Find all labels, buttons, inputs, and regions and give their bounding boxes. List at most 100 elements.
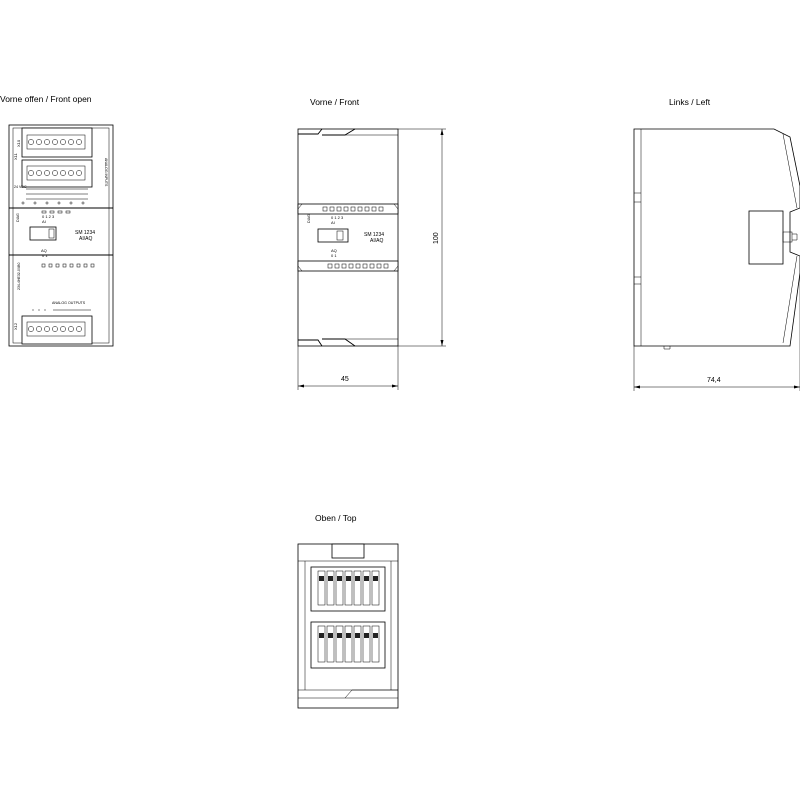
dot: [44, 309, 46, 311]
led-icon: [57, 210, 63, 214]
analog-inputs-label: ANALOG INPUTS: [104, 158, 108, 187]
slot: [353, 570, 362, 606]
front-title: Vorne / Front: [310, 97, 360, 107]
terminal-markings: [26, 188, 88, 200]
led-icon: [33, 201, 37, 205]
x10-label: X10: [16, 139, 21, 147]
screw-terminal-icon: [76, 139, 82, 145]
bottom-edge-detail: [298, 339, 323, 347]
screw-terminal-icon: [28, 139, 34, 145]
screw-icon: [373, 633, 378, 638]
slot: [317, 625, 326, 663]
model-label: SM 1234: [75, 230, 95, 236]
top-title: Oben / Top: [315, 513, 357, 523]
led-icon: [81, 201, 85, 205]
led-icon: [348, 263, 354, 269]
screw-terminal-icon: [60, 326, 66, 332]
x12-label: X12: [13, 322, 18, 330]
supply-label: 24 VDC: [14, 185, 27, 189]
ai-label: AI: [331, 220, 335, 225]
upper-connector-top: [310, 566, 386, 612]
screw-terminal-icon: [76, 170, 82, 176]
module-flap: [317, 228, 349, 243]
in-channels-label: 0 1 2 3: [42, 214, 55, 219]
front-open-led-row: [21, 201, 85, 205]
top-clip: [331, 543, 365, 559]
screw-icon: [364, 633, 369, 638]
front-open-outline: [8, 124, 114, 347]
led-icon: [65, 210, 71, 214]
rail-edge: [297, 265, 399, 272]
front-upper-leds: [322, 206, 384, 212]
height-dimension: 100: [398, 128, 446, 347]
connector-latch-tip: [792, 233, 798, 241]
led-icon: [329, 206, 335, 212]
led-icon: [327, 263, 333, 269]
dot: [32, 309, 34, 311]
front-open-aq-leds: [41, 263, 95, 268]
diag-label: DIAG: [307, 214, 311, 223]
led-icon: [364, 206, 370, 212]
slot: [371, 570, 380, 606]
front-lower-leds: [327, 263, 389, 269]
screw-terminal-icon: [28, 170, 34, 176]
depth-dimension-value: 74,4: [707, 377, 721, 384]
led-icon: [41, 263, 46, 268]
module-flap: [29, 226, 57, 241]
screw-terminal-icon: [76, 326, 82, 332]
led-icon: [334, 263, 340, 269]
screw-icon: [337, 576, 342, 581]
front-open-title: Vorne offen / Front open: [0, 94, 92, 104]
led-icon: [83, 263, 88, 268]
screw-terminal-icon: [60, 170, 66, 176]
width-dimension-value: 45: [341, 376, 349, 383]
led-icon: [376, 263, 382, 269]
led-icon: [357, 206, 363, 212]
screw-icon: [346, 633, 351, 638]
slot: [362, 570, 371, 606]
led-icon: [69, 201, 73, 205]
top-view: Oben / Top: [297, 513, 399, 709]
width-dimension: 45: [297, 346, 399, 390]
screw-terminal-icon: [52, 170, 58, 176]
slot: [353, 625, 362, 663]
lower-rail: [297, 260, 399, 272]
screw-icon: [364, 576, 369, 581]
screw-terminal-icon: [28, 326, 34, 332]
screw-terminal-icon: [52, 326, 58, 332]
slot: [326, 625, 335, 663]
upper-connector-slots: [317, 570, 380, 606]
type-label: AI/AQ: [370, 238, 383, 244]
diag-label: DIAG: [16, 213, 20, 222]
led-icon: [49, 210, 55, 214]
top-edge-detail: [298, 128, 323, 135]
second-terminal-screws: [28, 170, 82, 176]
left-view: Links / Left 74,4: [633, 97, 800, 391]
screw-icon: [319, 576, 324, 581]
left-title: Links / Left: [669, 97, 711, 107]
screw-icon: [328, 576, 333, 581]
led-icon: [362, 263, 368, 269]
slot: [371, 625, 380, 663]
led-icon: [21, 201, 25, 205]
slot: [362, 625, 371, 663]
screw-terminal-icon: [44, 139, 50, 145]
slot: [335, 625, 344, 663]
screw-terminal-icon: [68, 170, 74, 176]
terminal-row: [26, 165, 86, 181]
slot: [335, 570, 344, 606]
bottom-terminal-screws: [28, 326, 82, 332]
ai-label: AI: [42, 219, 46, 224]
model-label: SM 1234: [364, 232, 384, 238]
led-icon: [62, 263, 67, 268]
height-dimension-value: 100: [433, 232, 440, 244]
top-terminal-screws: [28, 139, 82, 145]
led-icon: [322, 206, 328, 212]
flap-latch: [48, 228, 55, 239]
analog-outputs-label: ANALOG OUTPUTS: [52, 301, 86, 305]
front-open-ai-leds: [41, 210, 71, 214]
front-view: Vorne / Front DIAG 0 1 2 3 AI SM 1234 AI…: [297, 97, 446, 390]
type-label: AI/AQ: [79, 236, 92, 242]
lower-connector-slots: [317, 625, 380, 663]
